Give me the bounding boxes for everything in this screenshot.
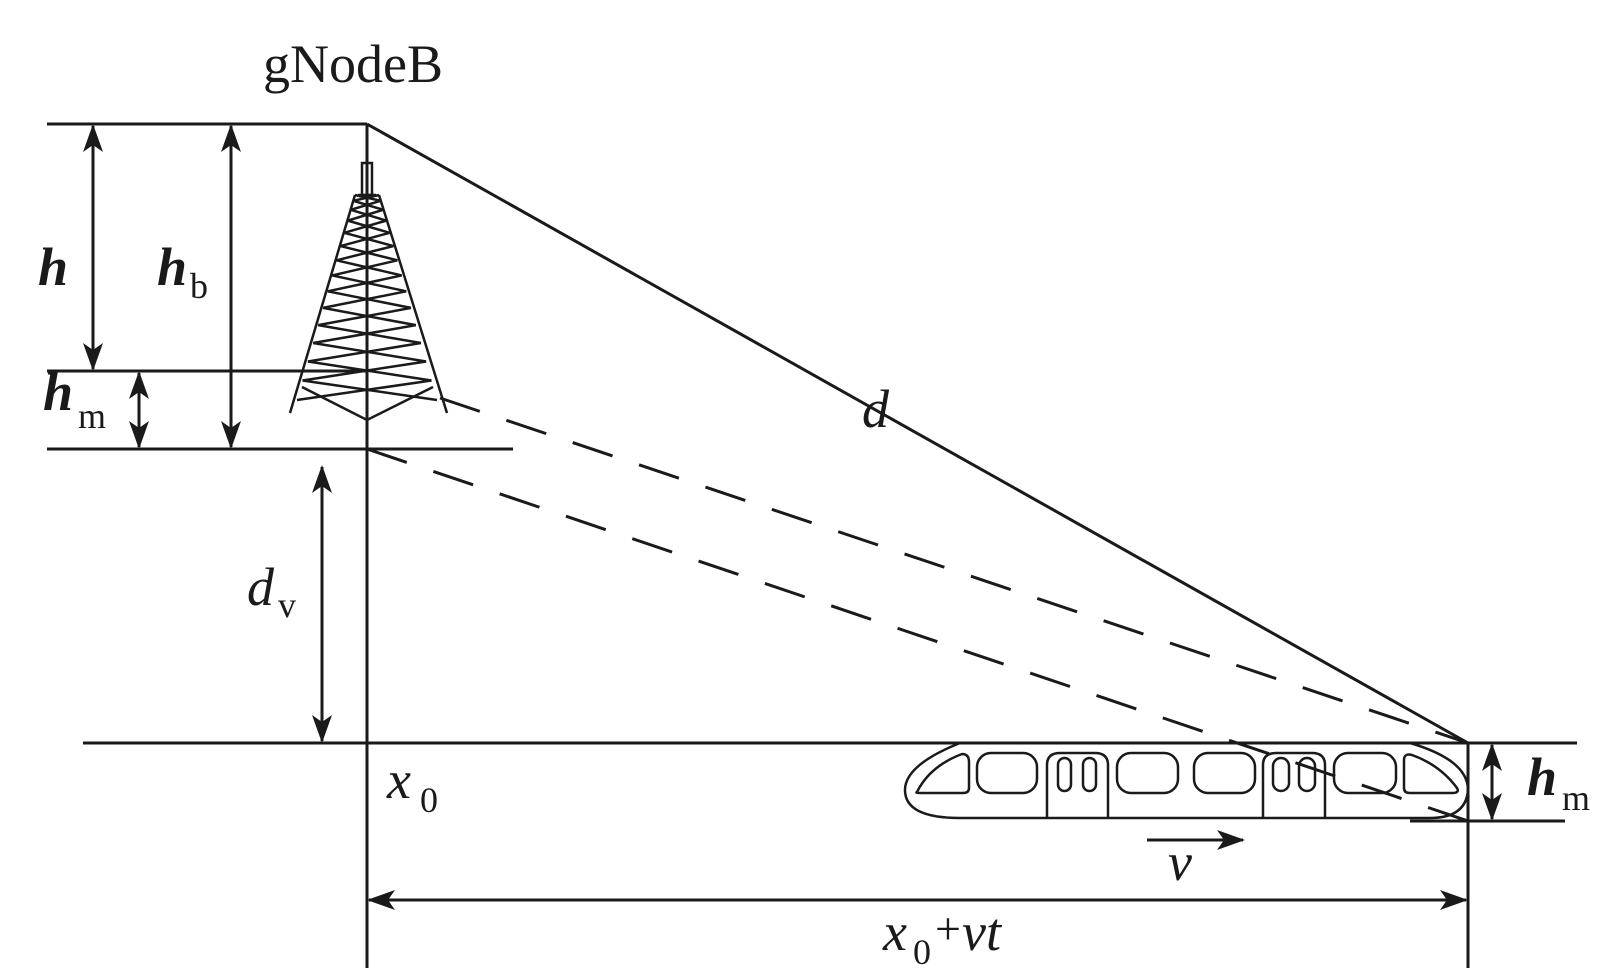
svg-text:m: m [1562,778,1590,818]
svg-text:x: x [386,750,411,810]
svg-text:v: v [278,585,296,625]
lattice-tower-icon [288,161,449,449]
label-v: v [1168,832,1192,892]
upper-dashed-ray [439,396,1469,745]
label-x0-plus-vt: x 0 + vt [882,902,1003,972]
tower-brace [343,219,387,234]
gnodeb-title: gNodeB [263,34,443,94]
svg-text:h: h [43,362,73,422]
tower-brace [350,199,382,212]
label-d: d [862,379,890,439]
tower-brace [317,306,412,327]
label-h: h [38,237,68,297]
svg-text:vt: vt [962,902,1003,962]
label-dv: d v [247,557,296,625]
svg-text:h: h [157,237,187,297]
tower-brace [340,231,391,248]
svg-text:+: + [935,903,961,954]
tower-brace [336,244,394,262]
svg-text:b: b [190,266,208,306]
tower-brace [322,290,407,310]
train-icon [903,741,1470,820]
svg-text:h: h [38,237,68,297]
label-hb: h b [157,237,208,306]
svg-text:x: x [882,902,907,962]
tower-brace [296,379,432,402]
svg-text:d: d [247,557,275,617]
direct-path-line [366,122,1469,745]
tower-brace [307,341,422,363]
svg-text:m: m [78,396,106,436]
label-hm-right: h m [1527,747,1590,818]
lower-dashed-ray [366,447,1469,823]
tower-brace [312,323,417,345]
tower-brace [327,274,403,293]
svg-text:h: h [1527,747,1557,807]
svg-text:0: 0 [420,780,438,820]
label-x0: x 0 [386,750,438,820]
tower-brace [347,208,384,222]
svg-text:0: 0 [913,932,931,972]
tower-brace [331,259,398,277]
label-hm-left: h m [43,362,106,436]
svg-text:d: d [862,379,890,439]
svg-text:v: v [1168,832,1192,892]
tower-brace [302,360,427,382]
